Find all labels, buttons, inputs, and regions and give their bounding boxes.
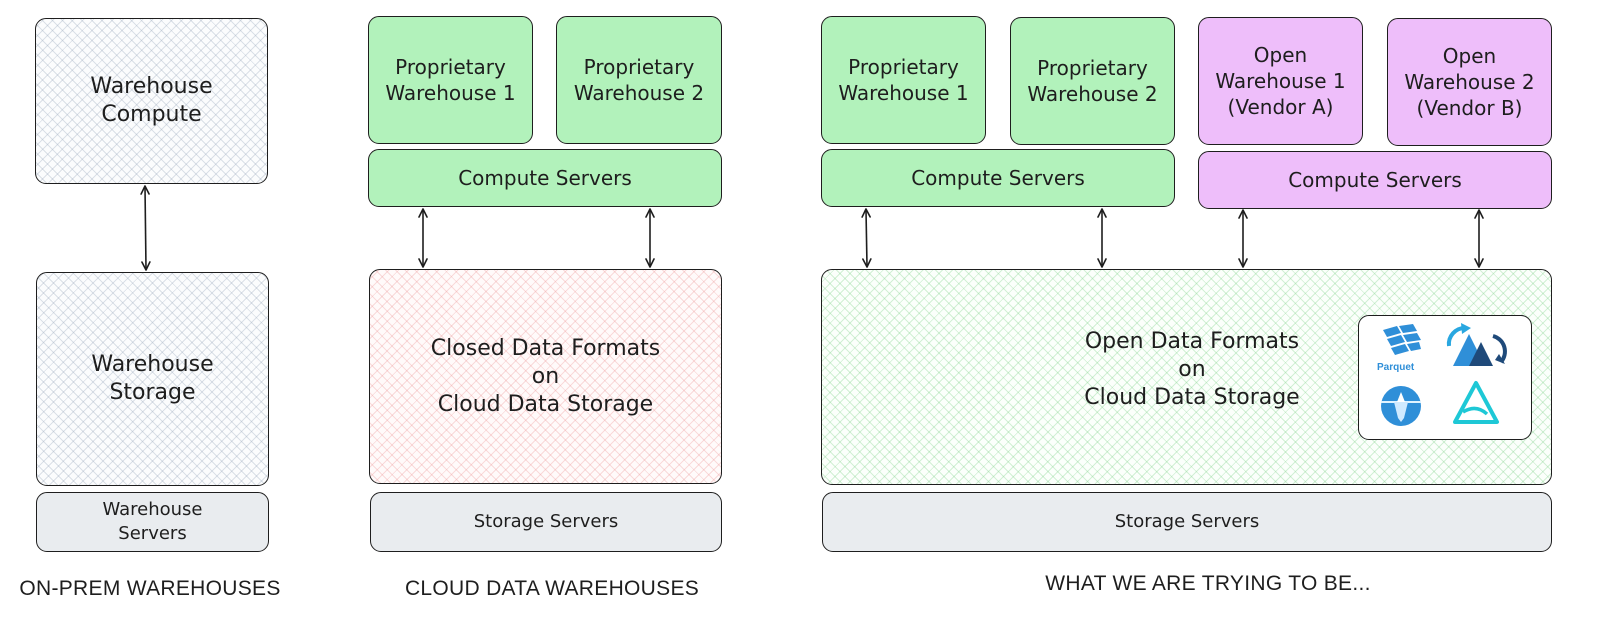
cloud-storage-servers-box: Storage Servers	[370, 492, 722, 552]
target-wh1-line2: Warehouse 1	[838, 81, 969, 105]
target-proprietary-compute-servers-box: Compute Servers	[821, 149, 1175, 207]
onprem-warehouse-storage-box: Warehouse Storage	[36, 272, 269, 486]
target-storage-servers-label: Storage Servers	[1114, 511, 1260, 532]
onprem-compute-storage-arrow	[140, 185, 151, 271]
parquet-logo-icon: Parquet	[1377, 324, 1423, 374]
onprem-compute-line1: Warehouse	[90, 74, 213, 99]
cloud-wh1-line2: Warehouse 1	[385, 81, 516, 105]
cloud-storage-line1: Closed Data Formats	[430, 335, 661, 361]
cloud-wh2-line1: Proprietary	[583, 55, 695, 79]
target-wh1-line1: Proprietary	[848, 55, 959, 79]
cloud-closed-data-storage-box: Closed Data Formats on Cloud Data Storag…	[369, 269, 722, 484]
target-open2-line3: (Vendor B)	[1416, 96, 1523, 120]
target-open-warehouse-2-box: Open Warehouse 2 (Vendor B)	[1387, 18, 1552, 146]
cloud-proprietary-warehouse-1-box: Proprietary Warehouse 1	[368, 16, 533, 144]
format-logos-panel: Parquet	[1358, 315, 1532, 440]
onprem-storage-line1: Warehouse	[91, 352, 214, 377]
cloud-storage-line3: Cloud Data Storage	[437, 391, 654, 417]
target-storage-line3: Cloud Data Storage	[1084, 385, 1300, 410]
target-storage-line2: on	[1178, 357, 1206, 382]
target-storage-servers-box: Storage Servers	[822, 492, 1552, 552]
onprem-warehouse-compute-box: Warehouse Compute	[35, 18, 268, 184]
cloud-compute-servers-label: Compute Servers	[458, 166, 632, 190]
target-storage-line1: Open Data Formats	[1084, 329, 1300, 354]
target-open1-line2: Warehouse 1	[1215, 69, 1346, 93]
cloud-storage-servers-label: Storage Servers	[473, 511, 619, 532]
cloud-compute-servers-box: Compute Servers	[368, 149, 722, 207]
target-caption: WHAT WE ARE TRYING TO BE...	[1045, 572, 1371, 595]
onprem-storage-line2: Storage	[109, 380, 196, 405]
onprem-servers-line1: Warehouse	[102, 499, 203, 520]
target-open-compute-servers-box: Compute Servers	[1198, 151, 1552, 209]
hudi-logo-icon	[1443, 322, 1511, 370]
onprem-caption: ON-PREM WAREHOUSES	[19, 577, 281, 600]
target-wh2-line2: Warehouse 2	[1027, 82, 1158, 106]
target-proprietary-warehouse-2-box: Proprietary Warehouse 2	[1010, 17, 1175, 145]
target-open-data-storage-box: Open Data Formats on Cloud Data Storage …	[821, 269, 1552, 485]
iceberg-logo-icon	[1379, 384, 1423, 428]
target-open-warehouse-1-box: Open Warehouse 1 (Vendor A)	[1198, 17, 1363, 145]
target-open2-line1: Open	[1442, 44, 1497, 68]
delta-lake-logo-icon	[1451, 380, 1501, 428]
cloud-storage-line2: on	[531, 363, 560, 389]
target-arrow-1	[861, 208, 872, 268]
target-proprietary-warehouse-1-box: Proprietary Warehouse 1	[821, 16, 986, 144]
cloud-wh1-line1: Proprietary	[395, 55, 506, 79]
cloud-caption: CLOUD DATA WAREHOUSES	[404, 577, 700, 600]
target-open1-line1: Open	[1253, 43, 1308, 67]
onprem-servers-line2: Servers	[118, 523, 187, 544]
target-proprietary-compute-label: Compute Servers	[911, 166, 1085, 190]
target-open-compute-label: Compute Servers	[1288, 168, 1462, 192]
onprem-compute-line2: Compute	[101, 102, 202, 127]
onprem-warehouse-servers-box: Warehouse Servers	[36, 492, 269, 552]
target-wh2-line1: Proprietary	[1037, 56, 1148, 80]
parquet-logo-text: Parquet	[1377, 362, 1415, 373]
target-open2-line2: Warehouse 2	[1404, 70, 1535, 94]
cloud-wh2-line2: Warehouse 2	[573, 81, 705, 105]
target-storage-text: Open Data Formats on Cloud Data Storage	[1037, 328, 1347, 412]
cloud-proprietary-warehouse-2-box: Proprietary Warehouse 2	[556, 16, 722, 144]
target-open1-line3: (Vendor A)	[1227, 95, 1334, 119]
